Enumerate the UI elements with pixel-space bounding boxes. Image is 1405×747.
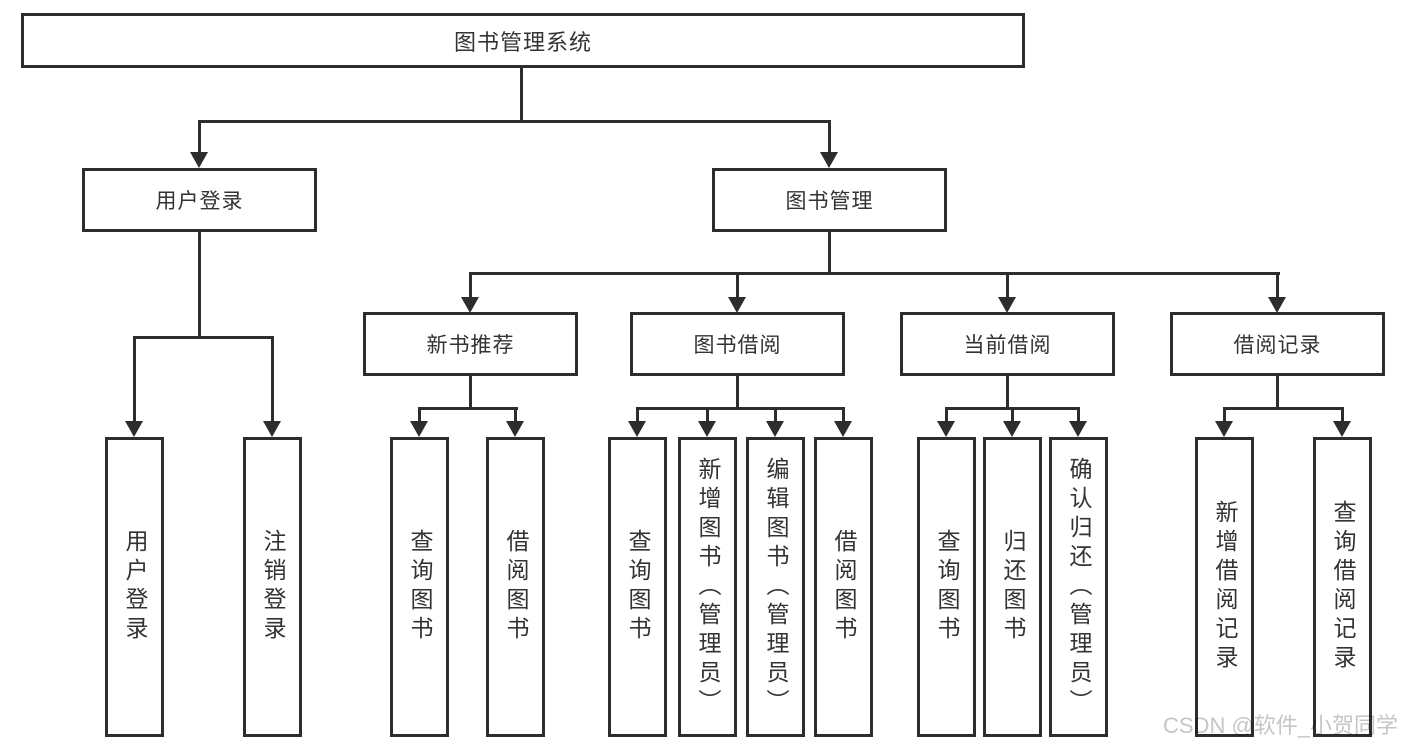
connector-line: [1341, 407, 1344, 422]
arrowhead-icon: [628, 421, 646, 437]
leaf-query-books-3: 查询图书: [917, 437, 976, 737]
leaf-query-books-2: 查询图书: [608, 437, 667, 737]
node-label: 借阅记录: [1233, 334, 1322, 357]
node-root-system: 图书管理系统: [21, 13, 1025, 68]
arrowhead-icon: [125, 421, 143, 437]
leaf-borrow-books-2: 借阅图书: [814, 437, 873, 737]
connector-line: [418, 407, 421, 422]
connector-line: [736, 272, 739, 298]
leaf-query-borrow-record: 查询借阅记录: [1313, 437, 1372, 737]
node-label: 查询图书: [407, 529, 433, 645]
leaf-user-login: 用户登录: [105, 437, 164, 737]
arrowhead-icon: [506, 421, 524, 437]
connector-line: [842, 407, 845, 422]
node-label: 注销登录: [260, 529, 286, 645]
connector-line: [945, 407, 948, 422]
connector-line: [469, 374, 472, 409]
arrowhead-icon: [1003, 421, 1021, 437]
node-label: 新书推荐: [426, 334, 515, 357]
connector-line: [706, 407, 709, 422]
connector-line: [828, 230, 831, 274]
leaf-borrow-books-1: 借阅图书: [486, 437, 545, 737]
node-user-login: 用户登录: [82, 168, 317, 232]
connector-line: [1276, 374, 1279, 409]
node-label: 确认归还（管理员）: [1066, 456, 1092, 718]
arrowhead-icon: [1215, 421, 1233, 437]
connector-line: [133, 336, 136, 422]
node-label: 新增图书（管理员）: [695, 456, 721, 718]
connector-line: [520, 68, 523, 122]
connector-line: [514, 407, 517, 422]
connector-line: [469, 272, 1280, 275]
node-label: 图书管理: [785, 190, 874, 213]
node-book-borrow: 图书借阅: [630, 312, 845, 376]
node-book-management: 图书管理: [712, 168, 947, 232]
leaf-confirm-return-admin: 确认归还（管理员）: [1049, 437, 1108, 737]
arrowhead-icon: [728, 297, 746, 313]
arrowhead-icon: [461, 297, 479, 313]
arrowhead-icon: [766, 421, 784, 437]
arrowhead-icon: [998, 297, 1016, 313]
leaf-add-books-admin: 新增图书（管理员）: [678, 437, 737, 737]
connector-line: [271, 336, 274, 422]
connector-line: [1223, 407, 1344, 410]
node-label: 归还图书: [1000, 529, 1026, 645]
connector-line: [1006, 272, 1009, 298]
connector-line: [636, 407, 639, 422]
connector-line: [1011, 407, 1014, 422]
node-label: 查询图书: [625, 529, 651, 645]
arrowhead-icon: [1333, 421, 1351, 437]
arrowhead-icon: [1268, 297, 1286, 313]
node-new-book-recommend: 新书推荐: [363, 312, 578, 376]
connector-line: [636, 407, 845, 410]
connector-line: [133, 336, 274, 339]
node-label: 用户登录: [155, 190, 244, 213]
connector-line: [198, 120, 201, 153]
node-current-borrow: 当前借阅: [900, 312, 1115, 376]
connector-line: [418, 407, 518, 410]
arrowhead-icon: [698, 421, 716, 437]
node-borrow-records: 借阅记录: [1170, 312, 1385, 376]
arrowhead-icon: [937, 421, 955, 437]
node-label: 用户登录: [122, 529, 148, 645]
csdn-watermark: CSDN @软件_小贺同学: [1163, 713, 1399, 738]
connector-line: [198, 230, 201, 338]
connector-line: [198, 120, 831, 123]
connector-line: [1276, 272, 1279, 298]
arrowhead-icon: [410, 421, 428, 437]
node-label: 借阅图书: [503, 529, 529, 645]
arrowhead-icon: [834, 421, 852, 437]
node-label: 新增借阅记录: [1212, 500, 1238, 674]
connector-line: [828, 120, 831, 153]
node-label: 借阅图书: [831, 529, 857, 645]
node-label: 编辑图书（管理员）: [763, 456, 789, 718]
node-label: 图书管理系统: [453, 29, 592, 55]
leaf-edit-books-admin: 编辑图书（管理员）: [746, 437, 805, 737]
connector-line: [469, 272, 472, 298]
node-label: 查询图书: [934, 529, 960, 645]
leaf-logout: 注销登录: [243, 437, 302, 737]
arrowhead-icon: [820, 152, 838, 168]
node-label: 图书借阅: [693, 334, 782, 357]
arrowhead-icon: [1069, 421, 1087, 437]
connector-line: [1077, 407, 1080, 422]
arrowhead-icon: [263, 421, 281, 437]
connector-line: [736, 374, 739, 409]
node-label: 当前借阅: [963, 334, 1052, 357]
leaf-return-books: 归还图书: [983, 437, 1042, 737]
connector-line: [774, 407, 777, 422]
arrowhead-icon: [190, 152, 208, 168]
node-label: 查询借阅记录: [1330, 500, 1356, 674]
connector-line: [1006, 374, 1009, 409]
connector-line: [1223, 407, 1226, 422]
leaf-add-borrow-record: 新增借阅记录: [1195, 437, 1254, 737]
leaf-query-books-1: 查询图书: [390, 437, 449, 737]
